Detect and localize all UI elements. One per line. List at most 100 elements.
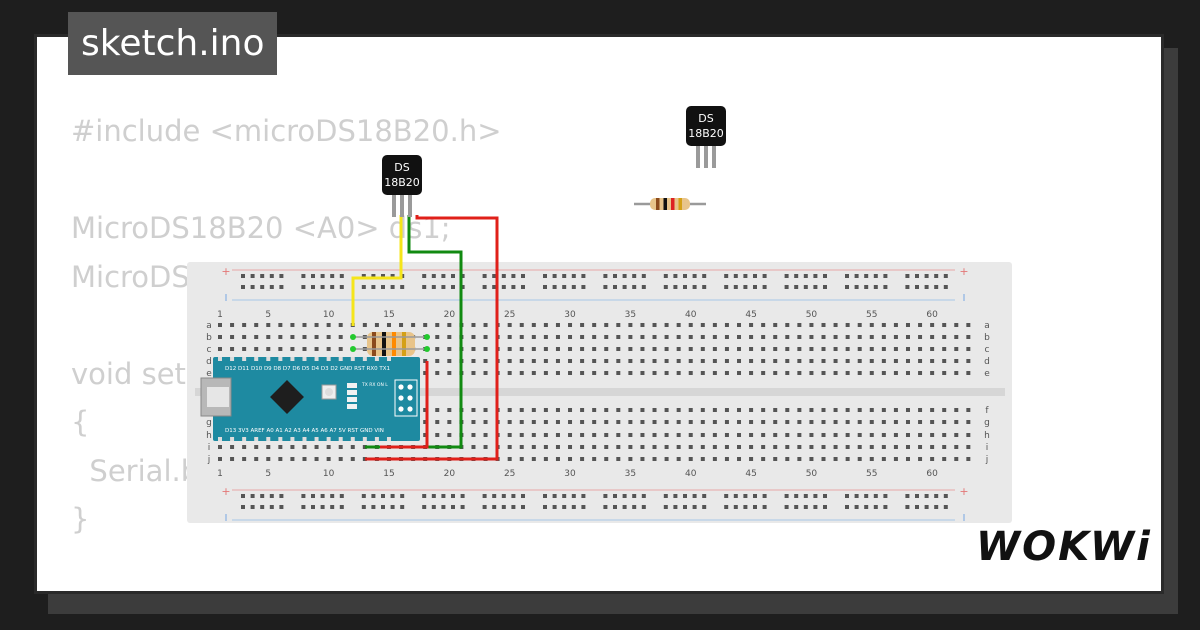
rail-hole	[543, 285, 547, 289]
terminal-hole	[773, 323, 778, 327]
terminal-hole	[326, 335, 331, 339]
column-number: 5	[265, 469, 271, 479]
terminal-hole	[773, 408, 778, 412]
terminal-hole	[773, 420, 778, 424]
rail-hole	[301, 274, 306, 278]
terminal-hole	[749, 371, 754, 375]
resistor-band	[678, 198, 682, 210]
terminal-hole	[797, 323, 802, 327]
rail-hole	[320, 494, 325, 498]
terminal-hole	[290, 445, 295, 449]
terminal-hole	[543, 445, 548, 449]
header-pin-top	[242, 357, 247, 361]
terminal-hole	[555, 420, 560, 424]
rail-hole	[460, 494, 465, 498]
terminal-hole	[761, 335, 766, 339]
rail-hole	[260, 274, 265, 278]
rail-hole	[673, 494, 678, 498]
rail-hole	[753, 285, 757, 289]
rail-hole	[673, 274, 678, 278]
header-pin-bottom	[362, 437, 367, 441]
rail-hole	[301, 505, 306, 509]
terminal-hole	[266, 445, 271, 449]
rail-hole	[543, 505, 547, 509]
column-number: 15	[383, 310, 394, 320]
header-pin-bottom	[242, 437, 247, 441]
terminal-hole	[616, 457, 621, 461]
terminal-hole	[628, 323, 633, 327]
rail-hole	[934, 274, 939, 278]
terminal-hole	[435, 420, 440, 424]
rail-hole	[330, 274, 335, 278]
microcontroller-chip	[270, 380, 304, 414]
sensor-pin	[392, 191, 396, 217]
terminal-hole	[773, 335, 778, 339]
header-pin-top	[362, 357, 367, 361]
terminal-hole	[918, 335, 923, 339]
rail-hole	[803, 505, 808, 509]
rail-hole	[613, 274, 617, 278]
terminal-hole	[833, 359, 838, 363]
terminal-hole	[242, 347, 247, 351]
terminal-hole	[555, 335, 560, 339]
terminal-hole	[966, 371, 971, 375]
resistor-1	[350, 332, 430, 356]
terminal-hole	[531, 347, 536, 351]
terminal-hole	[893, 457, 898, 461]
terminal-hole	[230, 445, 235, 449]
rail-hole	[451, 274, 455, 278]
terminal-hole	[881, 359, 886, 363]
terminal-hole	[676, 420, 681, 424]
rail-hole	[269, 274, 274, 278]
rail-hole	[663, 274, 668, 278]
terminal-hole	[688, 335, 693, 339]
terminal-hole	[580, 359, 585, 363]
code-line: {	[71, 405, 90, 439]
terminal-hole	[676, 347, 681, 351]
terminal-hole	[857, 347, 862, 351]
terminal-hole	[845, 420, 850, 424]
rail-hole	[250, 285, 255, 289]
sensor-body	[382, 155, 422, 195]
terminal-hole	[531, 335, 536, 339]
rail-hole	[543, 494, 547, 498]
terminal-hole	[664, 359, 669, 363]
terminal-hole	[314, 445, 319, 449]
header-pin-top	[218, 357, 222, 361]
rail-hole	[813, 494, 818, 498]
terminal-hole	[604, 408, 609, 412]
terminal-hole	[290, 347, 295, 351]
terminal-hole	[785, 359, 790, 363]
terminal-hole	[966, 359, 971, 363]
rail-hole	[753, 494, 757, 498]
terminal-hole	[568, 433, 573, 437]
terminal-hole	[616, 335, 621, 339]
terminal-hole	[954, 323, 959, 327]
row-letter: j	[985, 455, 989, 465]
rail-hole	[673, 285, 678, 289]
terminal-hole	[785, 371, 790, 375]
terminal-hole	[893, 323, 898, 327]
terminal-hole	[423, 323, 428, 327]
rail-hole	[260, 285, 265, 289]
terminal-hole	[724, 335, 729, 339]
terminal-hole	[869, 420, 874, 424]
rail-hole	[784, 274, 789, 278]
terminal-hole	[821, 445, 826, 449]
terminal-hole	[700, 457, 705, 461]
terminal-hole	[930, 359, 935, 363]
rail-hole	[632, 274, 637, 278]
pin-labels-top: D12 D11 D10 D9 D8 D7 D6 D5 D4 D3 D2 GND …	[225, 366, 390, 372]
rail-hole	[641, 505, 646, 509]
terminal-hole	[930, 420, 935, 424]
rail-hole	[460, 274, 465, 278]
header-pin-top	[278, 357, 283, 361]
terminal-hole	[568, 371, 573, 375]
terminal-hole	[616, 347, 621, 351]
terminal-hole	[278, 347, 283, 351]
terminal-hole	[724, 457, 729, 461]
terminal-hole	[507, 433, 512, 437]
status-led	[347, 397, 357, 402]
terminal-hole	[881, 323, 886, 327]
terminal-hole	[652, 335, 657, 339]
